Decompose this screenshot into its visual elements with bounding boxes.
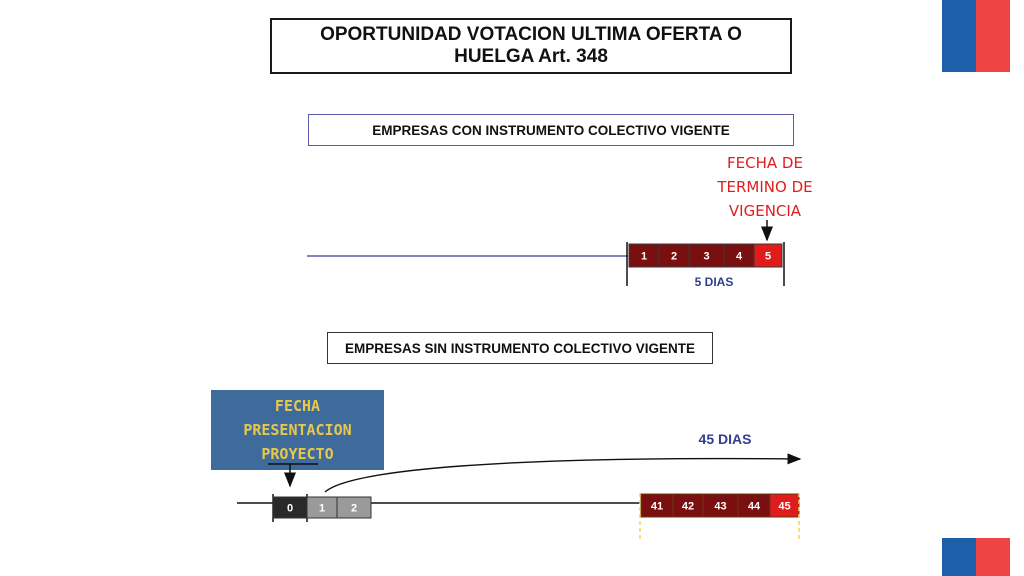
day-cell-label: 1 (319, 503, 325, 515)
day-cell-label: 2 (671, 251, 677, 263)
day-cell-label: 1 (641, 251, 647, 263)
section-with-instrument-label: EMPRESAS CON INSTRUMENTO COLECTIVO VIGEN… (308, 114, 794, 146)
day-cell-label: 0 (287, 503, 293, 515)
day-cell (769, 493, 800, 518)
corner-flag-red-bottom (976, 538, 1010, 576)
presentation-date-panel: FECHA PRESENTACION PROYECTO (211, 390, 384, 470)
end-date-label: FECHA DE TERMINO DE VIGENCIA (717, 154, 813, 220)
forty-five-days-label: 45 DIAS (698, 431, 752, 447)
five-days-label: 5 DIAS (694, 275, 734, 289)
day-cell-label: 3 (703, 251, 709, 263)
corner-flag-red-top (976, 0, 1010, 72)
day-cells-bottom-end: 41 42 43 44 45 (640, 493, 800, 518)
forty-five-days-curve-arrow (324, 453, 802, 493)
day-cell-label: 42 (682, 501, 694, 513)
day-cells-top: 1 2 3 4 5 (628, 243, 783, 268)
day-cell-label: 45 (778, 501, 790, 513)
day-cell-label: 4 (736, 251, 743, 263)
page-title: OPORTUNIDAD VOTACION ULTIMA OFERTA O HUE… (270, 18, 792, 74)
day-cell (753, 243, 783, 268)
day-cell-label: 44 (748, 501, 761, 513)
corner-flag-blue-bottom (942, 538, 976, 576)
day-cell-label: 43 (714, 501, 726, 513)
day-cell-label: 41 (651, 501, 663, 513)
day-cell-label: 5 (765, 251, 771, 263)
day-cells-bottom-start: 0 1 2 (272, 496, 372, 519)
section-without-instrument-label: EMPRESAS SIN INSTRUMENTO COLECTIVO VIGEN… (327, 332, 713, 364)
day-cell-label: 2 (351, 503, 357, 515)
corner-flag-blue-top (942, 0, 976, 72)
day-cell (336, 496, 372, 519)
